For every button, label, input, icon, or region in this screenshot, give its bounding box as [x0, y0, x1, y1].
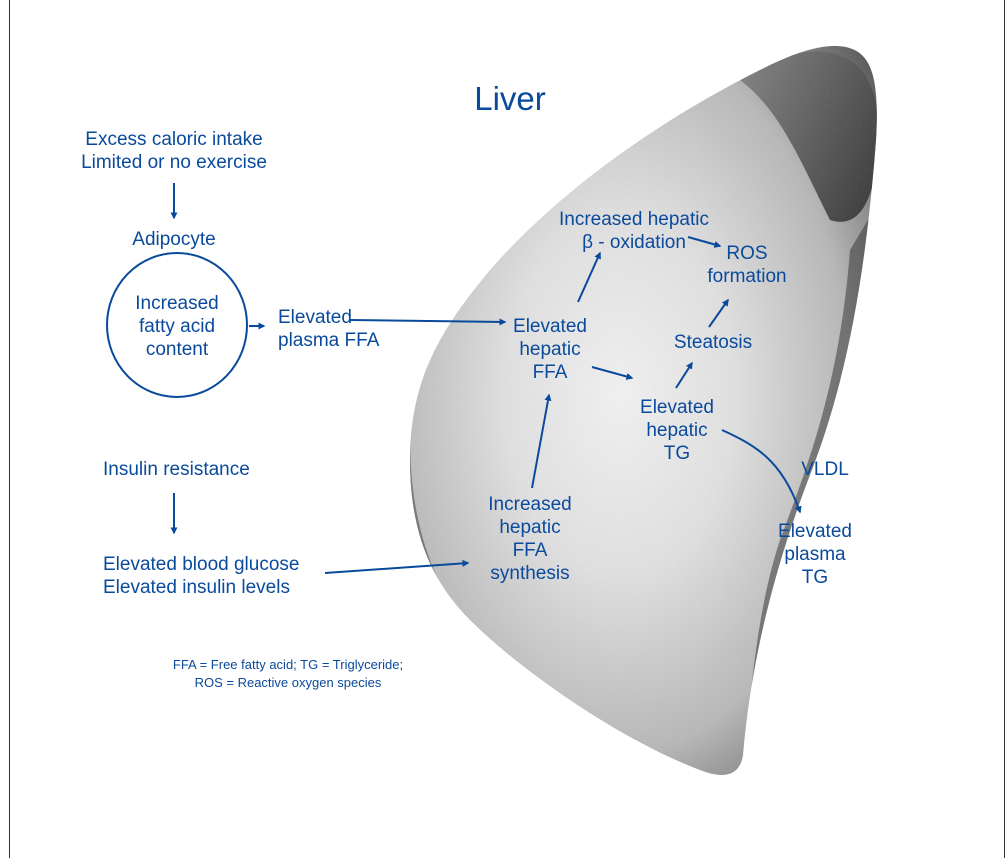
plasma-ffa-line1: Elevated — [278, 306, 408, 329]
ffa-synthesis-label: Increased hepatic FFA synthesis — [475, 493, 585, 585]
legend-line2: ROS = Reactive oxygen species — [138, 674, 438, 692]
legend-line1: FFA = Free fatty acid; TG = Triglyceride… — [138, 656, 438, 674]
abbreviation-legend: FFA = Free fatty acid; TG = Triglyceride… — [138, 656, 438, 692]
ros-formation-label: ROS formation — [697, 242, 797, 288]
hepatic-tg-line2: hepatic — [627, 419, 727, 442]
hepatic-tg-label: Elevated hepatic TG — [627, 396, 727, 465]
ffa-synthesis-line3: FFA — [475, 539, 585, 562]
plasma-ffa-label: Elevated plasma FFA — [278, 306, 408, 352]
hepatic-tg-line3: TG — [627, 442, 727, 465]
blood-glucose-label: Elevated blood glucose Elevated insulin … — [103, 553, 323, 599]
hepatic-ffa-label: Elevated hepatic FFA — [500, 315, 600, 384]
plasma-tg-line1: Elevated — [765, 520, 865, 543]
plasma-ffa-line2: plasma FFA — [278, 329, 408, 352]
hepatic-tg-line1: Elevated — [627, 396, 727, 419]
plasma-tg-line3: TG — [765, 566, 865, 589]
hepatic-ffa-line2: hepatic — [500, 338, 600, 361]
blood-glucose-line1: Elevated blood glucose — [103, 553, 323, 576]
diagram-title: Liver — [440, 80, 580, 118]
plasma-tg-line2: plasma — [765, 543, 865, 566]
blood-glucose-line2: Elevated insulin levels — [103, 576, 323, 599]
fatty-acid-content-line1: Increased — [117, 292, 237, 315]
ros-formation-line2: formation — [697, 265, 797, 288]
fatty-acid-content-label: Increased fatty acid content — [117, 292, 237, 361]
adipocyte-label: Adipocyte — [114, 228, 234, 251]
ros-formation-line1: ROS — [697, 242, 797, 265]
steatosis-label: Steatosis — [658, 331, 768, 354]
ffa-synthesis-line1: Increased — [475, 493, 585, 516]
vldl-label: VLDL — [790, 458, 860, 481]
fatty-acid-content-line3: content — [117, 338, 237, 361]
ffa-synthesis-line4: synthesis — [475, 562, 585, 585]
caloric-intake-label: Excess caloric intake Limited or no exer… — [64, 128, 284, 174]
plasma-tg-label: Elevated plasma TG — [765, 520, 865, 589]
caloric-intake-line1: Excess caloric intake — [64, 128, 284, 151]
caloric-intake-line2: Limited or no exercise — [64, 151, 284, 174]
hepatic-ffa-line3: FFA — [500, 361, 600, 384]
ffa-synthesis-line2: hepatic — [475, 516, 585, 539]
fatty-acid-content-line2: fatty acid — [117, 315, 237, 338]
hepatic-ffa-line1: Elevated — [500, 315, 600, 338]
insulin-resistance-label: Insulin resistance — [103, 458, 293, 481]
beta-oxidation-line1: Increased hepatic — [544, 208, 724, 231]
